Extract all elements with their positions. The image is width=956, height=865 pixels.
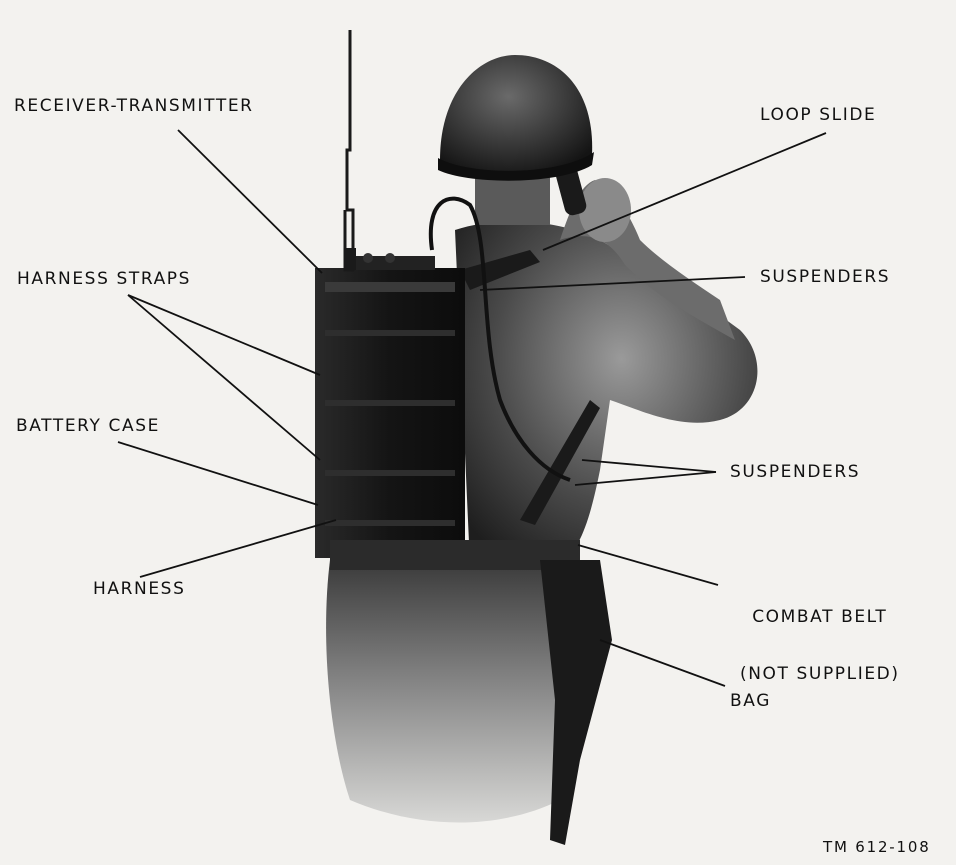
figure-code: TM 612-108 xyxy=(823,838,931,857)
label-bag: BAG xyxy=(730,692,771,711)
leader-battery-case xyxy=(118,442,318,505)
label-combat-belt-line2: (NOT SUPPLIED) xyxy=(740,665,900,684)
leader-receiver-transmitter xyxy=(178,130,322,273)
leader-suspenders-lower-a xyxy=(582,460,716,472)
label-receiver-transmitter: RECEIVER-TRANSMITTER xyxy=(14,97,254,116)
leader-bag xyxy=(600,640,725,686)
knob-icon xyxy=(363,253,373,263)
label-suspenders-lower: SUSPENDERS xyxy=(730,463,860,482)
radio-rib xyxy=(325,470,455,476)
knob-icon xyxy=(385,253,395,263)
label-suspenders-upper: SUSPENDERS xyxy=(760,268,890,287)
helmet xyxy=(440,55,592,174)
label-loop-slide: LOOP SLIDE xyxy=(760,106,876,125)
radio-pack xyxy=(315,268,465,558)
label-combat-belt-line1: COMBAT BELT xyxy=(740,608,900,627)
label-harness-straps: HARNESS STRAPS xyxy=(17,270,191,289)
leader-harness xyxy=(140,520,336,577)
trousers xyxy=(326,560,577,823)
label-battery-case: BATTERY CASE xyxy=(16,417,160,436)
antenna-base xyxy=(346,248,356,270)
radio-rib xyxy=(325,520,455,526)
radio-rib xyxy=(325,282,455,292)
radio-rib xyxy=(325,330,455,336)
antenna xyxy=(345,30,353,270)
radio-rib xyxy=(325,400,455,406)
leader-harness-straps-a xyxy=(128,295,320,375)
label-harness: HARNESS xyxy=(93,580,185,599)
